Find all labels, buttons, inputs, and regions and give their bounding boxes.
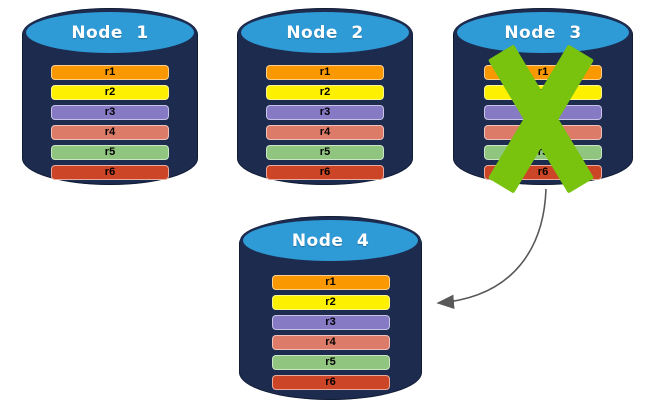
replica-row-r3: r3 xyxy=(51,105,169,120)
replica-row-r1: r1 xyxy=(266,65,384,80)
replica-row-r6: r6 xyxy=(271,375,390,390)
database-node-1: Node 1 r1 r2 r3 r4 r5 r6 xyxy=(22,8,198,185)
node-title: Node 4 xyxy=(291,230,370,251)
replica-row-r3: r3 xyxy=(271,315,390,330)
replica-row-r1: r1 xyxy=(51,65,169,80)
replica-row-r5: r5 xyxy=(266,145,384,160)
replica-row-r1: r1 xyxy=(271,275,390,290)
replica-row-r4: r4 xyxy=(266,125,384,140)
database-node-3: Node 3 r1 r2 r3 r4 r5 r6 xyxy=(453,8,633,194)
node-title: Node 3 xyxy=(504,22,582,43)
replica-rows: r1 r2 r3 r4 r5 r6 xyxy=(271,275,390,390)
replica-row-r2: r2 xyxy=(266,85,384,100)
replica-row-r3: r3 xyxy=(266,105,384,120)
replica-row-r6: r6 xyxy=(51,165,169,180)
replica-rows: r1 r2 r3 r4 r5 r6 xyxy=(266,65,384,180)
replica-rows: r1 r2 r3 r4 r5 r6 xyxy=(51,65,169,180)
replica-row-r2: r2 xyxy=(271,295,390,310)
cylinder-top: Node 4 xyxy=(240,217,421,264)
replica-row-r5: r5 xyxy=(51,145,169,160)
failure-x-icon xyxy=(487,44,595,194)
replica-row-r4: r4 xyxy=(51,125,169,140)
database-node-4: Node 4 r1 r2 r3 r4 r5 r6 xyxy=(239,216,422,400)
replica-row-r4: r4 xyxy=(271,335,390,350)
replica-row-r6: r6 xyxy=(266,165,384,180)
cylinder-top: Node 2 xyxy=(238,9,412,56)
node-title: Node 2 xyxy=(286,22,364,43)
replica-row-r2: r2 xyxy=(51,85,169,100)
cylinder-top: Node 3 xyxy=(454,9,632,56)
database-node-2: Node 2 r1 r2 r3 r4 r5 r6 xyxy=(237,8,413,185)
cylinder-top: Node 1 xyxy=(23,9,197,56)
replica-row-r5: r5 xyxy=(271,355,390,370)
node-title: Node 1 xyxy=(71,22,149,43)
